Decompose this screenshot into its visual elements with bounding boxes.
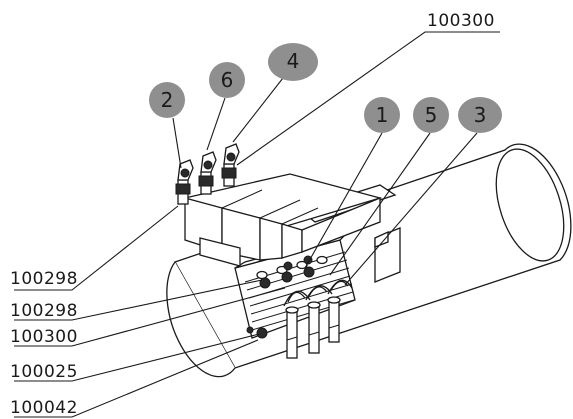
- part-number-left-4: 100025: [10, 362, 78, 382]
- badge-3-label: 3: [474, 103, 487, 127]
- badge-6-label: 6: [221, 68, 234, 92]
- part-number-left-1: 100298: [10, 269, 78, 289]
- leader-lines: [14, 31, 500, 418]
- connectors: [175, 143, 240, 205]
- badge-5-label: 5: [425, 103, 438, 127]
- badge-1-label: 1: [376, 103, 389, 127]
- badge-4: 4: [268, 43, 318, 81]
- part-number-top-right: 100300: [427, 11, 495, 31]
- badge-5: 5: [413, 97, 449, 133]
- part-number-left-3: 100300: [10, 327, 78, 347]
- badge-1: 1: [364, 97, 400, 133]
- part-number-left-5: 100042: [10, 398, 78, 418]
- badge-2-label: 2: [161, 88, 174, 112]
- cable-outlets: [283, 279, 353, 359]
- badge-2: 2: [149, 82, 185, 118]
- part-number-left-2: 100298: [10, 301, 78, 321]
- badge-3: 3: [458, 97, 502, 133]
- badge-6: 6: [209, 62, 245, 98]
- badge-4-label: 4: [287, 49, 300, 73]
